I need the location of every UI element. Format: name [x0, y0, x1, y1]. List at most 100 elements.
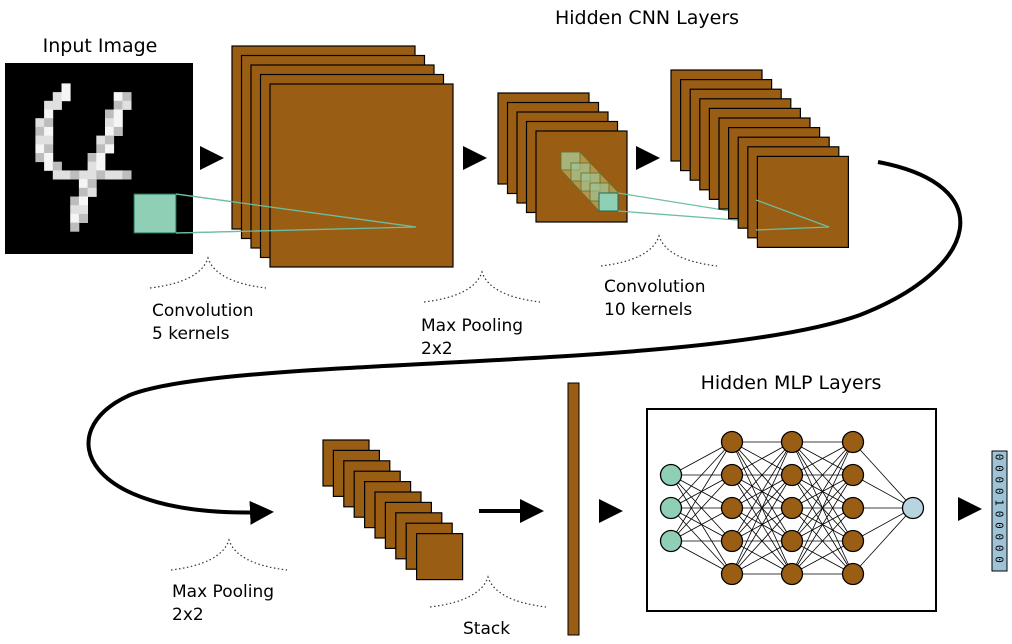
conv1-feature-map	[269, 83, 454, 268]
digit-pixel	[122, 92, 132, 102]
mlp-input-node	[659, 529, 683, 553]
digit-pixel	[78, 213, 88, 223]
conv1-feature-maps	[231, 45, 454, 268]
digit-pixel	[44, 126, 54, 136]
digit-pixel	[35, 144, 45, 154]
mlp-edge	[670, 540, 733, 575]
mlp-hidden-node	[780, 562, 804, 586]
digit-pixel	[52, 161, 62, 171]
mlp-connections	[670, 441, 914, 575]
output-vector	[991, 450, 1008, 572]
input-image	[5, 63, 193, 254]
mlp-hidden-node	[720, 562, 744, 586]
mlp-edge	[791, 441, 854, 476]
mlp-edge	[791, 441, 854, 509]
digit-pixel	[87, 179, 97, 189]
mlp-edge	[670, 441, 733, 509]
mlp-edge	[731, 441, 793, 509]
mlp-edge	[731, 507, 793, 575]
mlp-hidden-node	[720, 463, 744, 487]
conv2-kernel-front	[598, 192, 619, 212]
digit-pixel	[105, 118, 115, 128]
mlp-edge	[791, 474, 854, 575]
digit-pixel	[87, 161, 97, 171]
digit-pixel	[52, 92, 62, 102]
input-image-title: Input Image	[43, 35, 158, 57]
digit-pixel	[78, 205, 88, 215]
digit-pixel	[35, 126, 45, 136]
digit-pixel	[44, 109, 54, 119]
conv1-label-line2: 5 kernels	[152, 324, 230, 344]
pool2-feature-map	[416, 532, 464, 581]
digit-pixel	[78, 196, 88, 206]
mlp-edge	[731, 441, 793, 542]
digit-pixel	[44, 161, 54, 171]
mlp-hidden-node	[780, 496, 804, 520]
output-vector-digit: 1	[993, 499, 1006, 506]
mlp-edge	[670, 441, 733, 476]
bracket-icon	[423, 270, 541, 303]
output-vector-digit: 0	[993, 556, 1006, 563]
stack-label: Stack	[463, 619, 510, 639]
pool2-label-line2: 2x2	[172, 605, 204, 625]
mlp-edge	[670, 507, 733, 542]
mlp-edge	[791, 441, 854, 575]
mlp-hidden-node	[780, 529, 804, 553]
digit-pixel	[122, 170, 132, 180]
digit-pixel	[96, 170, 106, 180]
mlp-hidden-node	[780, 430, 804, 454]
digit-pixel	[35, 118, 45, 128]
mlp-edge	[670, 441, 733, 542]
mlp-edge	[791, 441, 854, 542]
digit-pixel	[96, 144, 106, 154]
output-vector-digit: 0	[993, 488, 1006, 495]
mlp-edge	[791, 540, 854, 575]
output-vector-digit: 0	[993, 533, 1006, 540]
digit-pixel	[61, 83, 71, 93]
conv2-kernel-prism	[560, 151, 619, 212]
mlp-hidden-node	[841, 463, 865, 487]
digit-pixel	[96, 135, 106, 145]
digit-pixel	[52, 170, 62, 180]
stacked-vector-bar	[567, 382, 580, 636]
mlp-output-node	[901, 496, 925, 520]
mlp-input-node	[659, 496, 683, 520]
pool2-label-line1: Max Pooling	[172, 582, 274, 602]
bracket-icon	[429, 575, 547, 608]
digit-pixel	[113, 100, 123, 110]
digit-pixel	[105, 170, 115, 180]
conv1-kernel-window	[133, 193, 177, 234]
digit-pixel	[44, 135, 54, 145]
digit-pixel	[96, 161, 106, 171]
mlp-edge	[731, 441, 793, 575]
conv1-label-line1: Convolution	[152, 301, 254, 321]
mlp-hidden-node	[841, 562, 865, 586]
digit-pixel	[87, 170, 97, 180]
digit-pixel	[44, 100, 54, 110]
hidden-mlp-title: Hidden MLP Layers	[701, 372, 882, 394]
mlp-hidden-node	[841, 496, 865, 520]
bracket-icon	[149, 256, 267, 289]
digit-pixel	[70, 222, 80, 232]
mlp-hidden-node	[841, 529, 865, 553]
mlp-hidden-node	[720, 529, 744, 553]
pool1-label-line2: 2x2	[421, 339, 453, 359]
mlp-edge	[852, 441, 914, 509]
conv2-label-line2: 10 kernels	[604, 300, 692, 320]
digit-pixel	[113, 118, 123, 128]
output-vector-digit: 0	[993, 545, 1006, 552]
conv1-kernel-projection-front	[175, 193, 417, 234]
mlp-hidden-node	[720, 496, 744, 520]
conv2-feature-maps	[670, 69, 850, 248]
digit-pixel	[61, 170, 71, 180]
bracket-icon	[600, 234, 718, 267]
mlp-edge	[852, 507, 914, 542]
output-vector-digit: 0	[993, 465, 1006, 472]
digit-pixel	[113, 170, 123, 180]
digit-pixel	[44, 118, 54, 128]
mlp-edge	[791, 507, 854, 575]
digit-pixel	[105, 109, 115, 119]
mlp-neurons	[659, 430, 925, 586]
digit-pixel	[87, 187, 97, 197]
